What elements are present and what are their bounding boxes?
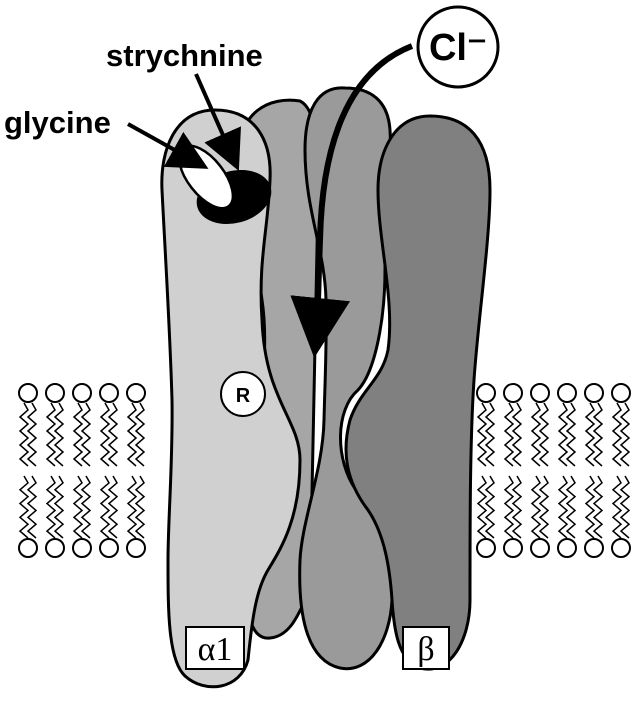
lipid-tail <box>80 402 92 467</box>
lipid-tail <box>484 402 496 467</box>
glycine-label: glycine <box>4 105 111 140</box>
lipid-tail <box>584 402 596 467</box>
lipid-tail <box>619 475 631 539</box>
lipid-tail <box>503 475 515 539</box>
lipid-tail <box>503 402 515 467</box>
lipid-head-inner <box>45 538 65 558</box>
ion-flow-arrow <box>290 43 414 358</box>
lipid-tail <box>72 402 84 467</box>
beta-subunit <box>344 114 492 671</box>
lipid-tail <box>26 475 38 539</box>
lipid-tail <box>592 402 604 467</box>
lipid-head-inner <box>584 538 604 558</box>
lipid-head-inner <box>611 538 631 558</box>
lipid-tail <box>592 475 604 539</box>
chloride-ion-label: Cl⁻ <box>429 27 487 69</box>
glycine-pointer <box>127 122 209 169</box>
lipid-tail <box>80 475 92 539</box>
lipid-tail <box>134 402 146 467</box>
lipid-tail <box>53 475 65 539</box>
lipid-tail <box>619 402 631 467</box>
lipid-head-outer <box>503 383 523 403</box>
lipid-tail <box>107 475 119 539</box>
lipid-head-inner <box>18 538 38 558</box>
lipid-head-inner <box>476 538 496 558</box>
residue-label: R <box>236 385 251 407</box>
lipid-head-outer <box>611 383 631 403</box>
lipid-tail <box>476 475 488 539</box>
lipid-tail <box>557 402 569 467</box>
lipid-head-inner <box>557 538 577 558</box>
lipid-tail <box>611 402 623 467</box>
lipid-tail <box>99 402 111 467</box>
lipid-tail <box>530 475 542 539</box>
lipid-tail <box>538 402 550 467</box>
lipid-head-inner <box>530 538 550 558</box>
lipid-tail <box>565 475 577 539</box>
lipid-tail <box>565 402 577 467</box>
lipid-tail <box>72 475 84 539</box>
residue-circle <box>220 371 266 417</box>
lipid-head-outer <box>530 383 550 403</box>
lipid-tail <box>99 475 111 539</box>
lipid-tail <box>45 475 57 539</box>
lipid-bilayer <box>18 383 631 558</box>
lipid-tail <box>484 475 496 539</box>
lipid-head-inner <box>126 538 146 558</box>
lipid-tail <box>53 402 65 467</box>
beta-label: β <box>417 631 434 668</box>
lipid-head-outer <box>18 383 38 403</box>
lipid-head-inner <box>72 538 92 558</box>
lipid-tail <box>126 402 138 467</box>
lipid-tail <box>584 475 596 539</box>
lipid-tail <box>45 402 57 467</box>
lipid-tail <box>18 475 30 539</box>
lipid-tail <box>26 402 38 467</box>
lipid-head-outer <box>557 383 577 403</box>
lipid-tail <box>511 475 523 539</box>
lipid-tail <box>511 402 523 467</box>
strychnine-label: strychnine <box>106 38 263 73</box>
lipid-head-inner <box>503 538 523 558</box>
lipid-tail <box>126 475 138 539</box>
lipid-tail <box>18 402 30 467</box>
lipid-head-outer <box>45 383 65 403</box>
lipid-tail <box>476 402 488 467</box>
alpha1-box <box>185 626 245 670</box>
lipid-head-inner <box>99 538 119 558</box>
lipid-tail <box>557 475 569 539</box>
lipid-tail <box>538 475 550 539</box>
lipid-head-outer <box>72 383 92 403</box>
lipid-head-outer <box>126 383 146 403</box>
lipid-tail <box>530 402 542 467</box>
lipid-tail <box>611 475 623 539</box>
alpha1-label: α1 <box>198 631 233 668</box>
chloride-ion-circle <box>416 5 500 89</box>
lipid-head-outer <box>476 383 496 403</box>
lipid-tail <box>107 402 119 467</box>
beta-box <box>402 626 450 670</box>
strychnine-pointer <box>194 73 241 171</box>
lipid-tail <box>134 475 146 539</box>
lipid-head-outer <box>584 383 604 403</box>
lipid-head-outer <box>99 383 119 403</box>
